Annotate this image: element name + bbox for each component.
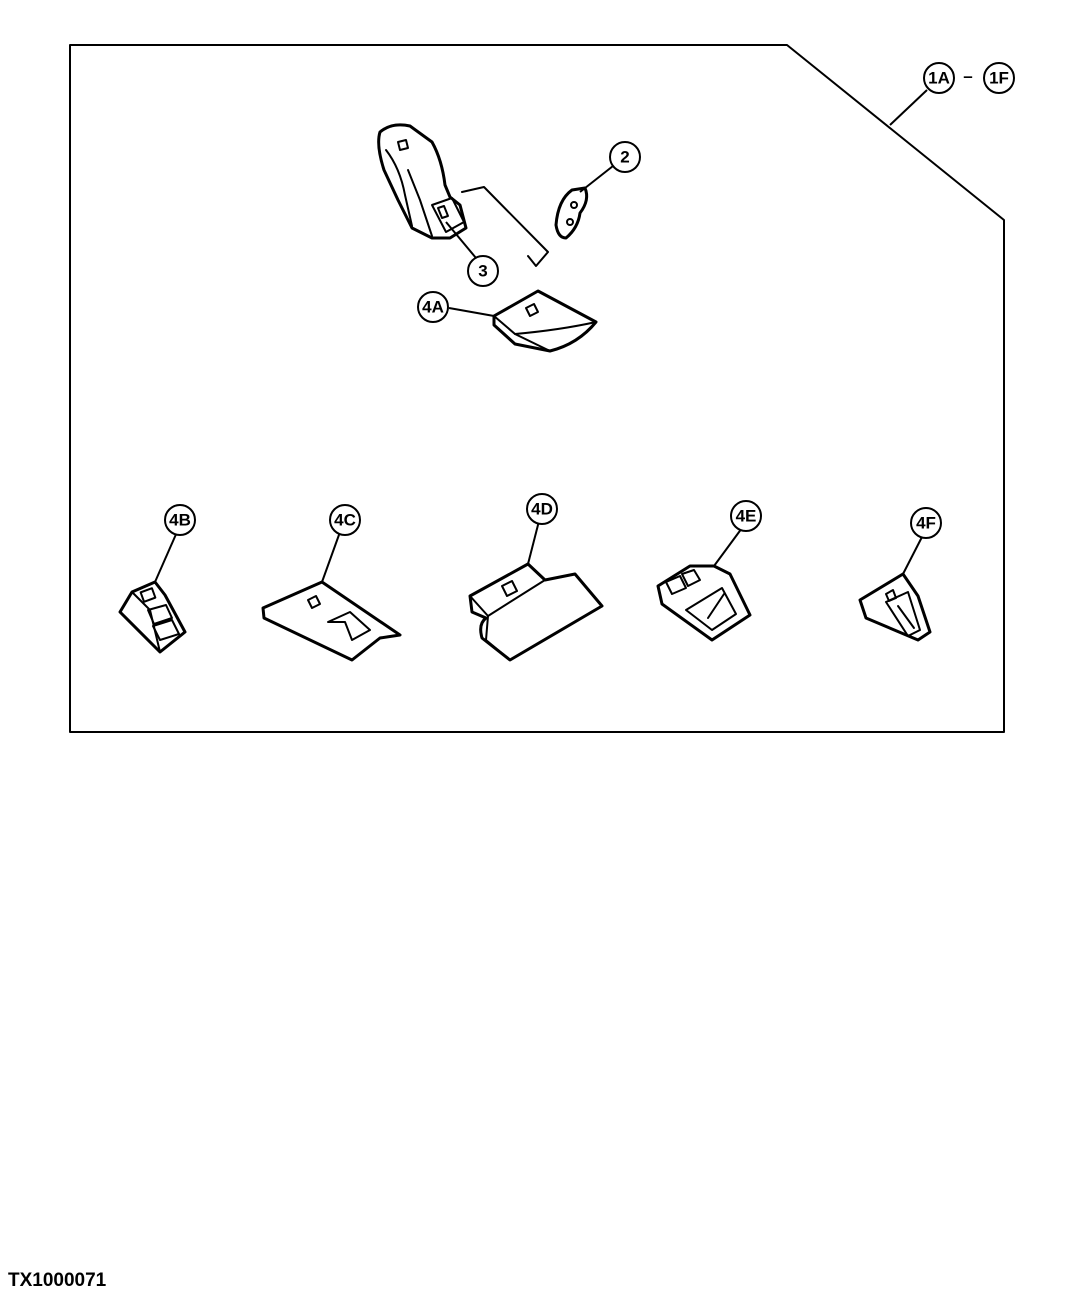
tooth-4d: 4D <box>468 493 604 662</box>
tooth-4a: 4A <box>417 289 598 353</box>
tooth-4e: 4E <box>656 500 762 642</box>
retainer-part: 2 <box>554 141 641 240</box>
tooth-4b: 4B <box>118 504 196 654</box>
callout-4e-label: 4E <box>736 507 757 526</box>
callout-4c-label: 4C <box>334 511 356 530</box>
callout-4f-label: 4F <box>916 514 936 533</box>
pin-part: 3 <box>445 186 549 287</box>
tooth-4f: 4F <box>858 507 942 642</box>
callout-1f-label: 1F <box>989 69 1009 88</box>
callout-1a: 1A <box>889 62 955 126</box>
tooth-4c: 4C <box>261 504 402 662</box>
callout-3-label: 3 <box>478 262 487 281</box>
figure-id: TX1000071 <box>8 1270 107 1291</box>
diagram-frame <box>69 44 1005 733</box>
callout-4a-label: 4A <box>422 298 444 317</box>
callout-2-label: 2 <box>620 148 629 167</box>
callout-1f: 1F <box>983 62 1015 94</box>
callout-4b-label: 4B <box>169 511 191 530</box>
adapter-part <box>377 123 468 240</box>
range-dash: – <box>963 67 972 86</box>
callout-4d-label: 4D <box>531 500 553 519</box>
callout-1a-label: 1A <box>928 69 950 88</box>
